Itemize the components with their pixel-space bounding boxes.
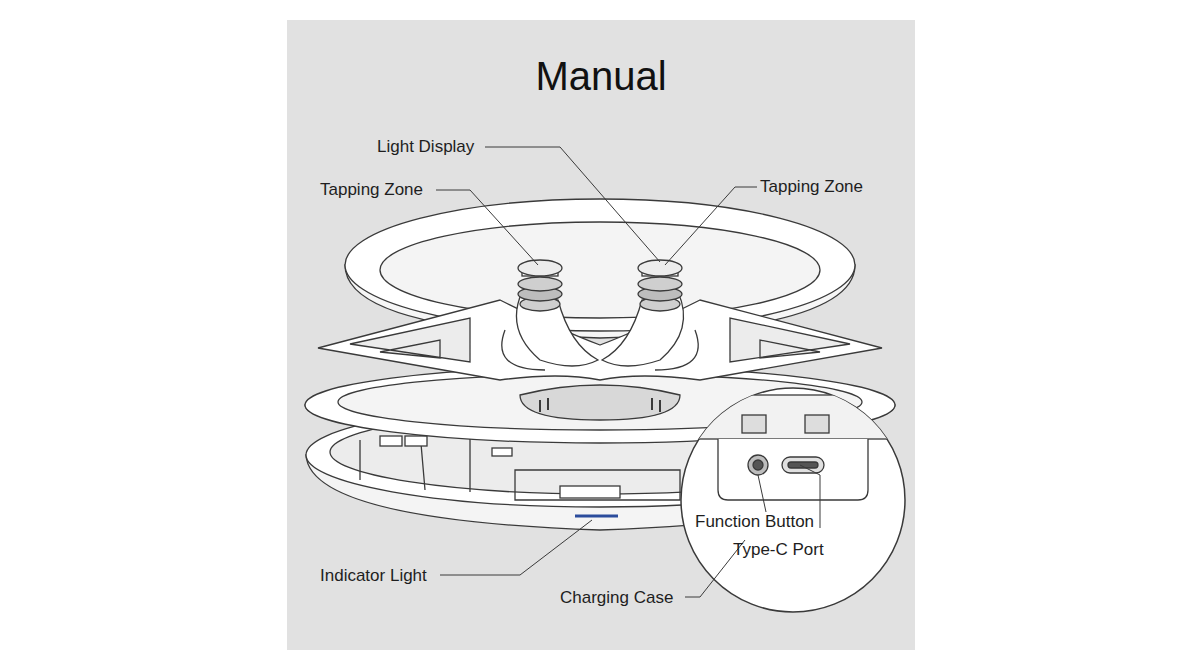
panel-background [287, 20, 915, 650]
diagram-title: Manual [287, 52, 915, 100]
part-label: Light Display [377, 137, 474, 157]
part-label: Tapping Zone [760, 177, 863, 197]
part-label: Tapping Zone [320, 180, 423, 200]
zoom-detail [680, 388, 910, 612]
earbud-left [502, 260, 598, 370]
callout-label: Type-C Port [733, 540, 824, 560]
part-label: Charging Case [560, 588, 673, 608]
indicator-light [575, 515, 618, 518]
callout-label: Function Button [695, 512, 814, 532]
earbud-right [602, 260, 698, 370]
part-label: Indicator Light [320, 566, 427, 586]
case-lid [345, 199, 855, 338]
earbud-holder [318, 300, 882, 380]
leader-lines [436, 147, 820, 597]
